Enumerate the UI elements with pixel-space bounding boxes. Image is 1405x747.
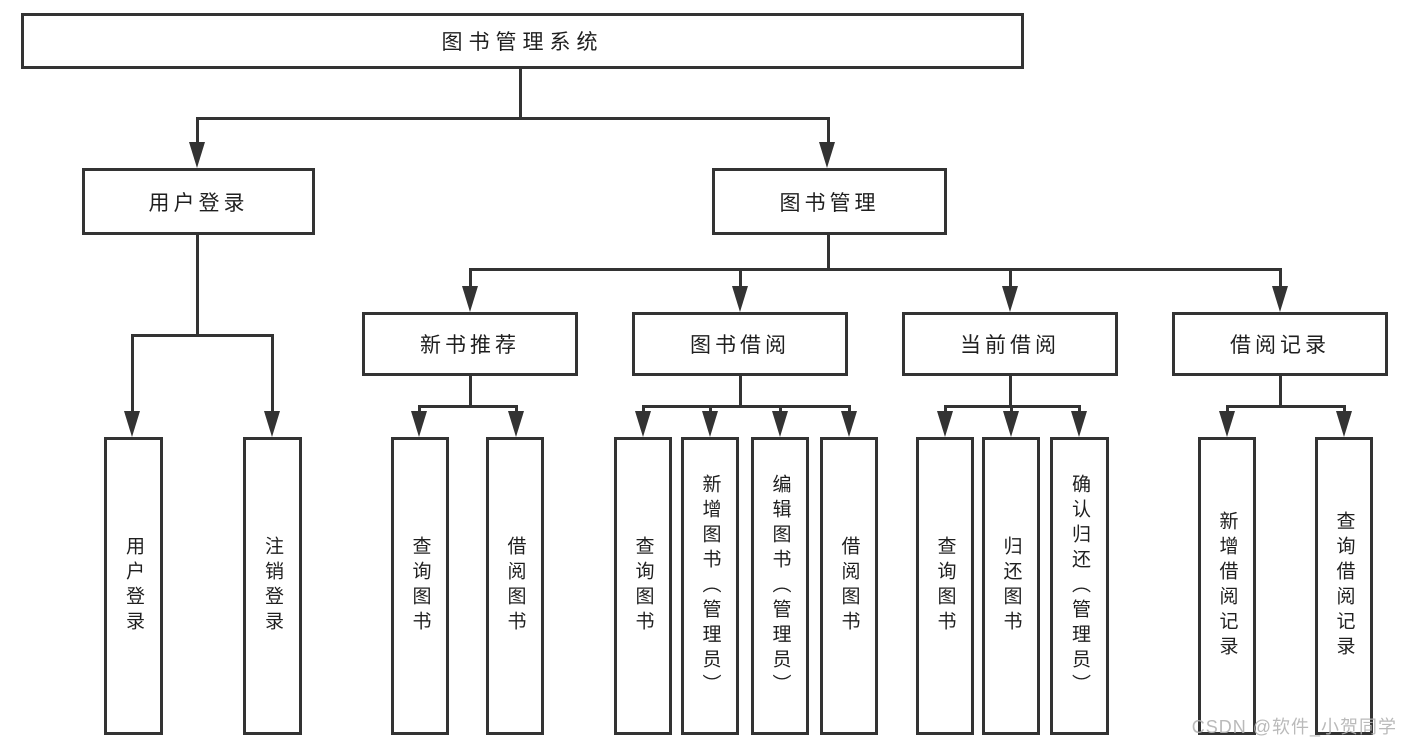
- arrow-down-icon: [937, 411, 953, 437]
- node-label: 图书管理系统: [441, 31, 604, 54]
- connector-line: [1010, 405, 1013, 413]
- leaf-add-books-admin: 新增图书（管理员）: [681, 437, 739, 735]
- leaf-label: 确认归还（管理员）: [1069, 473, 1090, 699]
- leaf-query-books-recommend: 查询图书: [391, 437, 449, 735]
- connector-line: [418, 405, 518, 408]
- leaf-label: 归还图书: [1000, 536, 1022, 636]
- leaf-label: 新增图书（管理员）: [699, 473, 721, 699]
- node-book-management: 图书管理: [712, 168, 947, 235]
- connector-line: [196, 117, 199, 145]
- connector-line: [848, 405, 851, 413]
- node-user-login: 用户登录: [82, 168, 315, 235]
- node-label: 新书推荐: [420, 334, 520, 357]
- node-label: 用户登录: [148, 191, 249, 215]
- leaf-query-books-current: 查询图书: [916, 437, 974, 735]
- connector-line: [827, 233, 830, 268]
- leaf-label: 借阅图书: [838, 536, 860, 636]
- connector-line: [709, 405, 712, 413]
- arrow-down-icon: [189, 142, 205, 168]
- arrow-down-icon: [1336, 411, 1352, 437]
- connector-line: [1009, 268, 1012, 288]
- node-label: 当前借阅: [960, 334, 1060, 357]
- leaf-return-books: 归还图书: [982, 437, 1040, 735]
- arrow-down-icon: [411, 411, 427, 437]
- leaf-borrow-books-recommend: 借阅图书: [486, 437, 544, 735]
- connector-line: [131, 334, 274, 337]
- arrow-down-icon: [772, 411, 788, 437]
- arrow-down-icon: [264, 411, 280, 437]
- leaf-label: 查询借阅记录: [1333, 511, 1355, 661]
- connector-line: [1226, 405, 1229, 413]
- arrow-down-icon: [841, 411, 857, 437]
- connector-line: [739, 375, 742, 405]
- leaf-add-borrow-record: 新增借阅记录: [1198, 437, 1256, 735]
- arrow-down-icon: [508, 411, 524, 437]
- connector-line: [1226, 405, 1346, 408]
- leaf-label: 新增借阅记录: [1216, 511, 1238, 661]
- node-library-management-system: 图书管理系统: [21, 13, 1024, 69]
- arrow-down-icon: [1003, 411, 1019, 437]
- leaf-label: 用户登录: [123, 536, 144, 636]
- arrow-down-icon: [462, 286, 478, 312]
- node-label: 借阅记录: [1230, 334, 1330, 357]
- connector-line: [519, 68, 522, 117]
- leaf-label: 查询图书: [409, 536, 431, 636]
- connector-line: [469, 268, 472, 288]
- node-book-borrowing: 图书借阅: [632, 312, 848, 376]
- connector-line: [515, 405, 518, 413]
- connector-line: [196, 233, 199, 334]
- node-borrowing-records: 借阅记录: [1172, 312, 1388, 376]
- arrow-down-icon: [702, 411, 718, 437]
- leaf-label: 查询图书: [632, 536, 654, 636]
- node-new-book-recommendation: 新书推荐: [362, 312, 578, 376]
- connector-line: [418, 405, 421, 413]
- arrow-down-icon: [819, 142, 835, 168]
- leaf-query-books-borrow: 查询图书: [614, 437, 672, 735]
- connector-line: [131, 334, 134, 413]
- arrow-down-icon: [732, 286, 748, 312]
- connector-line: [642, 405, 851, 408]
- connector-line: [469, 375, 472, 405]
- arrow-down-icon: [1002, 286, 1018, 312]
- node-current-borrowing: 当前借阅: [902, 312, 1118, 376]
- connector-line: [196, 117, 830, 120]
- connector-line: [779, 405, 782, 413]
- connector-line: [469, 268, 1282, 271]
- arrow-down-icon: [1272, 286, 1288, 312]
- connector-line: [944, 405, 947, 413]
- node-label: 图书管理: [779, 191, 880, 215]
- connector-line: [271, 334, 274, 413]
- connector-line: [1078, 405, 1081, 413]
- leaf-label: 借阅图书: [504, 536, 526, 636]
- connector-line: [642, 405, 645, 413]
- arrow-down-icon: [1219, 411, 1235, 437]
- leaf-logout: 注销登录: [243, 437, 302, 735]
- csdn-watermark: CSDN @软件_小贺同学: [1191, 717, 1397, 737]
- connector-line: [1279, 268, 1282, 288]
- connector-line: [1009, 375, 1012, 405]
- connector-line: [739, 268, 742, 288]
- node-label: 图书借阅: [690, 334, 790, 357]
- leaf-borrow-books: 借阅图书: [820, 437, 878, 735]
- arrow-down-icon: [1071, 411, 1087, 437]
- connector-line: [1343, 405, 1346, 413]
- leaf-user-login: 用户登录: [104, 437, 163, 735]
- leaf-edit-books-admin: 编辑图书（管理员）: [751, 437, 809, 735]
- arrow-down-icon: [635, 411, 651, 437]
- leaf-label: 编辑图书（管理员）: [769, 473, 791, 699]
- leaf-query-borrow-record: 查询借阅记录: [1315, 437, 1373, 735]
- connector-line: [1279, 375, 1282, 405]
- leaf-label: 查询图书: [934, 536, 956, 636]
- leaf-label: 注销登录: [262, 536, 283, 636]
- leaf-confirm-return-admin: 确认归还（管理员）: [1050, 437, 1109, 735]
- connector-line: [827, 117, 830, 145]
- arrow-down-icon: [124, 411, 140, 437]
